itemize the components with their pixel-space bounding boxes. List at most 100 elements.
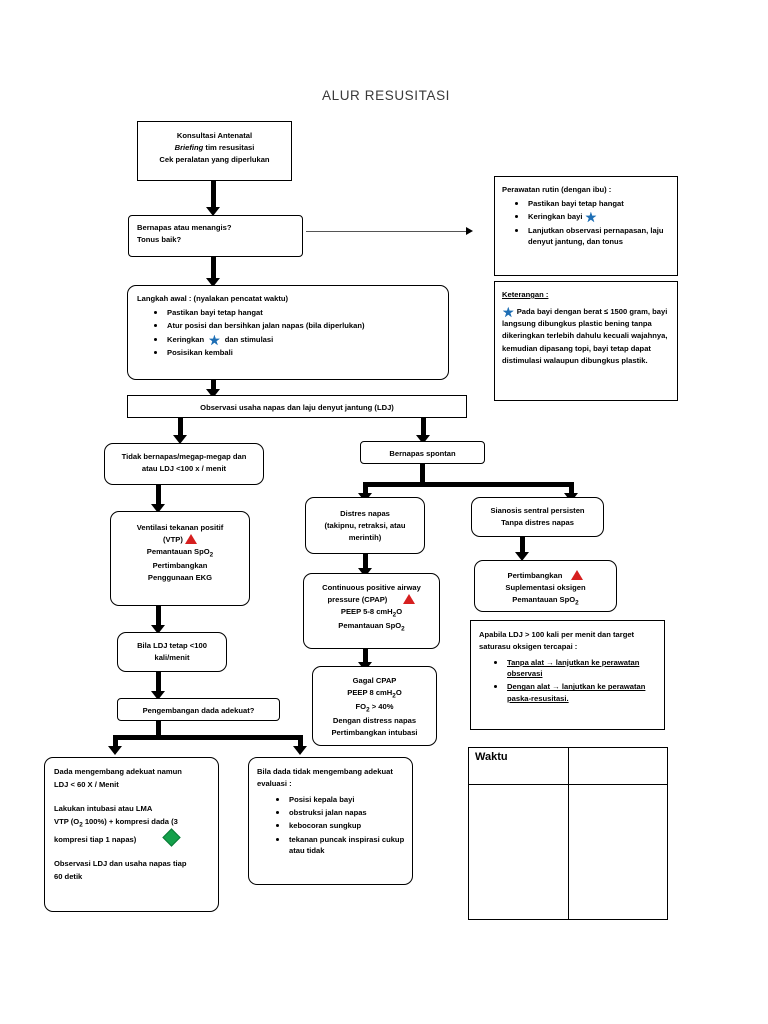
waktu-body-cell-left[interactable] [468, 784, 569, 920]
bernapas-line1: Bernapas atau menangis? [137, 223, 232, 232]
spacer [54, 847, 211, 858]
observasi-text: Observasi usaha napas dan laju denyut ja… [200, 403, 394, 412]
connector-observasi-right [421, 418, 426, 438]
tidak-bernapas-line1: Tidak bernapas/megap-megap dan [121, 452, 247, 461]
cpap-line3: PEEP 5-8 cmH2O [340, 606, 403, 619]
dada-tidak-list: Posisi kepala bayi obstruksi jalan napas… [257, 794, 405, 857]
dada-p3-line1: Observasi LDJ dan usaha napas tiap [54, 858, 187, 868]
langkah-list: Pastikan bayi tetap hangat Atur posisi d… [137, 307, 441, 359]
arrow-distres-to-cpap [358, 568, 372, 577]
node-dada-adekuat: Dada mengembang adekuat namun LDJ < 60 X… [44, 757, 219, 912]
connector-distres-to-cpap [363, 554, 368, 571]
connector-spontan-to-sianosis [569, 482, 574, 496]
vtp-line3: Pemantauan SpO2 [146, 546, 214, 559]
distres-line1: Distres napas [340, 509, 390, 518]
node-gagal-cpap: Gagal CPAP PEEP 8 cmH2O FO2 > 40% Dengan… [312, 666, 437, 746]
node-distres-napas: Distres napas (takipnu, retraksi, atau m… [305, 497, 425, 554]
dada-tidak-heading2: evaluasi : [257, 778, 292, 788]
node-keterangan: Keterangan : ★ Pada bayi dengan berat ≤ … [494, 281, 678, 401]
keterangan-body-wrap: ★ Pada bayi dengan berat ≤ 1500 gram, ba… [502, 303, 668, 365]
arrow-pengembangan-left [108, 746, 122, 755]
bernapas-line2: Tonus baik? [137, 234, 182, 244]
connector-observasi-left [178, 418, 183, 438]
list-item: tekanan puncak inspirasi cukup atau tida… [276, 834, 405, 856]
konsultasi-line2: Briefing tim resusitasi [174, 142, 255, 152]
vtp-line2-wrap: (VTP) [111, 533, 249, 546]
connector-spontan-split [363, 482, 574, 487]
waktu-header-cell[interactable]: Waktu [468, 747, 569, 785]
bila-ldj-line2: kali/menit [154, 652, 190, 662]
arrow-sianosis-to-pertimbangkan [515, 552, 529, 561]
arrow-bernapas-to-langkah [206, 278, 220, 287]
table-row [468, 784, 668, 920]
cpap-line2-wrap: pressure (CPAP) [304, 593, 439, 606]
sianosis-line2: Tanpa distres napas [501, 517, 574, 527]
arrow-pengembangan-right [293, 746, 307, 755]
bernapas-spontan-text: Bernapas spontan [389, 449, 456, 458]
node-dada-tidak-adekuat: Bila dada tidak mengembang adekuat evalu… [248, 757, 413, 885]
pertimbangkan-line2: Suplementasi oksigen [505, 582, 586, 592]
keterangan-body: Pada bayi dengan berat ≤ 1500 gram, bayi… [502, 306, 668, 365]
node-apabila-ldj: Apabila LDJ > 100 kali per menit dan tar… [470, 620, 665, 730]
bila-ldj-line1: Bila LDJ tetap <100 [137, 641, 207, 650]
vtp-line5: Penggunaan EKG [147, 572, 213, 582]
connector-pengembangan-split [113, 735, 303, 740]
connector-bilaldj-to-pengembangan [156, 672, 161, 694]
dada-p2-line3: kompresi tiap 1 napas) [54, 828, 211, 847]
arrow-vtp-to-bilaldj [151, 625, 165, 634]
dada-tidak-heading1: Bila dada tidak mengembang adekuat [257, 767, 393, 776]
dada-p2-line2: VTP (O2 100%) + kompresi dada (3 [54, 816, 178, 829]
konsultasi-line1: Konsultasi Antenatal [176, 131, 253, 140]
briefing-italic: Briefing [174, 142, 204, 152]
table-row-header: Waktu [468, 747, 668, 785]
page-title: ALUR RESUSITASI [322, 88, 451, 103]
connector-tidak-bernapas-to-vtp [156, 485, 161, 507]
connector-bernapas-to-perawatan [306, 231, 466, 232]
langkah-heading: Langkah awal : (nyalakan pencatat waktu) [137, 294, 289, 303]
node-observasi: Observasi usaha napas dan laju denyut ja… [127, 395, 467, 418]
connector-vtp-to-bilaldj [156, 606, 161, 628]
dada-p2-line1: Lakukan intubasi atau LMA [54, 803, 153, 813]
vtp-line1: Ventilasi tekanan positif [136, 523, 224, 532]
node-cpap: Continuous positive airway pressure (CPA… [303, 573, 440, 649]
perawatan-heading: Perawatan rutin (dengan ibu) : [502, 185, 612, 194]
distres-line3: merintih) [348, 532, 382, 542]
node-vtp: Ventilasi tekanan positif (VTP) Pemantau… [110, 511, 250, 606]
node-bernapas-spontan: Bernapas spontan [360, 441, 485, 464]
connector-cpap-to-gagal [363, 649, 368, 665]
spacer [54, 792, 211, 803]
node-langkah-awal: Langkah awal : (nyalakan pencatat waktu)… [127, 285, 449, 380]
list-item: Pastikan bayi tetap hangat [154, 307, 441, 318]
dada-p3-line2: 60 detik [54, 871, 83, 881]
node-konsultasi-antenatal: Konsultasi Antenatal Briefing tim resusi… [137, 121, 292, 181]
arrow-bilaldj-to-pengembangan [151, 691, 165, 700]
waktu-header-cell-empty[interactable] [567, 747, 668, 785]
arrow-tidak-bernapas-to-vtp [151, 504, 165, 513]
arrow-observasi-left [173, 435, 187, 444]
arrow-konsultasi-to-bernapas [206, 207, 220, 216]
green-diamond-icon [162, 828, 181, 847]
dada-p1-line2: LDJ < 60 X / Menit [54, 779, 119, 789]
connector-langkah-to-observasi [211, 380, 216, 392]
connector-spontan-to-distres [363, 482, 368, 496]
connector-sianosis-to-pertimbangkan [520, 537, 525, 555]
waktu-body-cell-right[interactable] [567, 784, 668, 920]
waktu-table: Waktu [468, 747, 668, 920]
arrow-langkah-to-observasi [206, 389, 220, 398]
list-item: Pastikan bayi tetap hangat [515, 198, 670, 209]
node-bernapas-menangis: Bernapas atau menangis? Tonus baik? [128, 215, 303, 257]
node-sianosis: Sianosis sentral persisten Tanpa distres… [471, 497, 604, 537]
list-item: obstruksi jalan napas [276, 807, 405, 818]
pertimbangkan-line1-wrap: Pertimbangkan [475, 570, 616, 582]
node-bila-ldj-tetap: Bila LDJ tetap <100 kali/menit [117, 632, 227, 672]
node-pertimbangkan-oksigen: Pertimbangkan Suplementasi oksigen Peman… [474, 560, 617, 612]
arrow-bernapas-to-perawatan [466, 227, 473, 235]
connector-bernapas-to-langkah [211, 257, 216, 281]
red-triangle-icon [184, 533, 197, 544]
dada-p1-line1: Dada mengembang adekuat namun [54, 767, 182, 776]
connector-spontan-stem [420, 464, 425, 486]
connector-konsultasi-to-bernapas [211, 181, 216, 210]
connector-pengembangan-stem [156, 721, 161, 739]
list-item-keringkan: Keringkan★dan stimulasi [154, 333, 441, 347]
